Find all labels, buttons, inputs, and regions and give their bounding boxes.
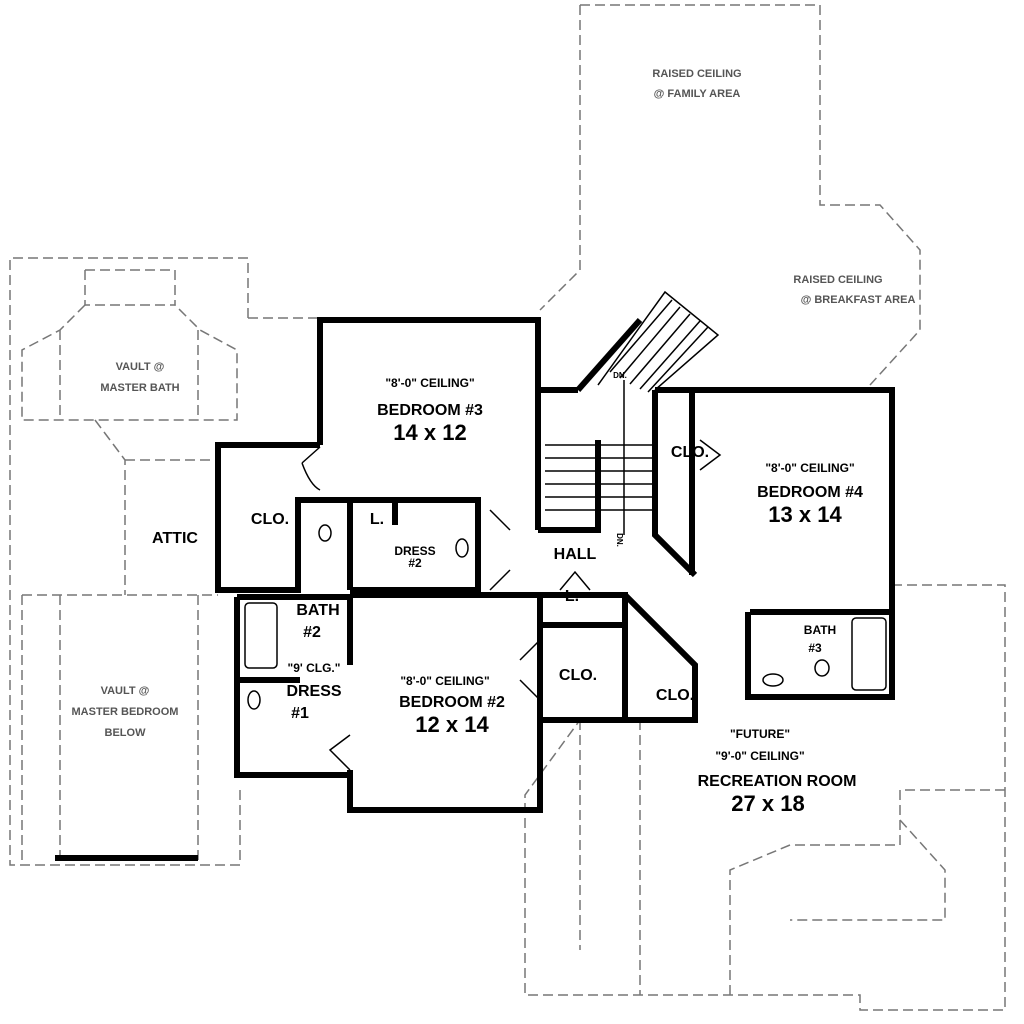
master-bath-label: MASTER BATH: [100, 382, 179, 394]
toilet-icon: [318, 524, 332, 542]
closet-label: CLO.: [251, 511, 289, 528]
dress1-label: DRESS: [286, 683, 341, 700]
bath2-label: BATH: [296, 602, 339, 619]
closet-label: CLO.: [671, 444, 709, 461]
sink-icon: [455, 538, 469, 558]
recreation-name: RECREATION ROOM: [698, 773, 857, 790]
toilet-icon: [814, 659, 830, 677]
recreation-future: "FUTURE": [730, 727, 790, 741]
bedroom2-name: BEDROOM #2: [399, 694, 505, 711]
family-area-label: RAISED CEILING: [652, 68, 741, 80]
fixtures: [244, 319, 887, 771]
door-icon: [489, 509, 511, 591]
dress1-label: #1: [291, 705, 309, 722]
dress1-label: "9' CLG.": [288, 661, 341, 675]
bathtub-icon: [244, 602, 278, 669]
recreation-size: 27 x 18: [731, 791, 804, 816]
bedroom2-ceiling: "8'-0" CEILING": [400, 674, 489, 688]
stairs: [545, 290, 720, 535]
recreation-ceiling: "9'-0" CEILING": [715, 749, 804, 763]
hall-label: HALL: [554, 546, 597, 563]
dress2-label: #2: [408, 556, 422, 570]
linen-label: L.: [565, 588, 579, 605]
family-area-label: @ FAMILY AREA: [654, 88, 741, 100]
bathtub-icon: [851, 617, 887, 691]
dashed-outlines: [9, 4, 1006, 1011]
closet-label: CLO.: [656, 687, 694, 704]
walls: [55, 317, 895, 861]
stair-down-label: DN.: [613, 371, 627, 380]
bedroom3-name: BEDROOM #3: [377, 402, 483, 419]
breakfast-area-label: @ BREAKFAST AREA: [801, 294, 916, 306]
master-bath-label: VAULT @: [116, 361, 165, 373]
master-bedroom-label: VAULT @: [101, 685, 150, 697]
bedroom4-name: BEDROOM #4: [757, 484, 863, 501]
bath2-label: #2: [303, 624, 321, 641]
attic-label: ATTIC: [152, 530, 198, 547]
master-bedroom-label: BELOW: [105, 727, 147, 739]
linen-label: L.: [370, 511, 384, 528]
room-labels: RAISED CEILING @ FAMILY AREA RAISED CEIL…: [72, 68, 916, 816]
bedroom3-size: 14 x 12: [393, 420, 466, 445]
stair-down-label: DN.: [615, 533, 624, 547]
door-icon: [301, 446, 321, 491]
dress2-label: DRESS: [394, 544, 435, 558]
door-icon: [699, 439, 722, 471]
sink-icon: [762, 673, 784, 687]
bedroom3-ceiling: "8'-0" CEILING": [385, 376, 474, 390]
bath3-label: BATH: [804, 623, 836, 637]
bedroom4-size: 13 x 14: [768, 502, 842, 527]
master-bedroom-label: MASTER BEDROOM: [72, 706, 179, 718]
bedroom4-ceiling: "8'-0" CEILING": [765, 461, 854, 475]
closet-label: CLO.: [559, 667, 597, 684]
bedroom2-size: 12 x 14: [415, 712, 489, 737]
door-icon: [559, 570, 591, 591]
door-icon: [328, 734, 351, 771]
sink-icon: [247, 690, 261, 710]
breakfast-area-label: RAISED CEILING: [793, 274, 882, 286]
bath3-label: #3: [808, 641, 822, 655]
door-icon: [519, 639, 541, 701]
